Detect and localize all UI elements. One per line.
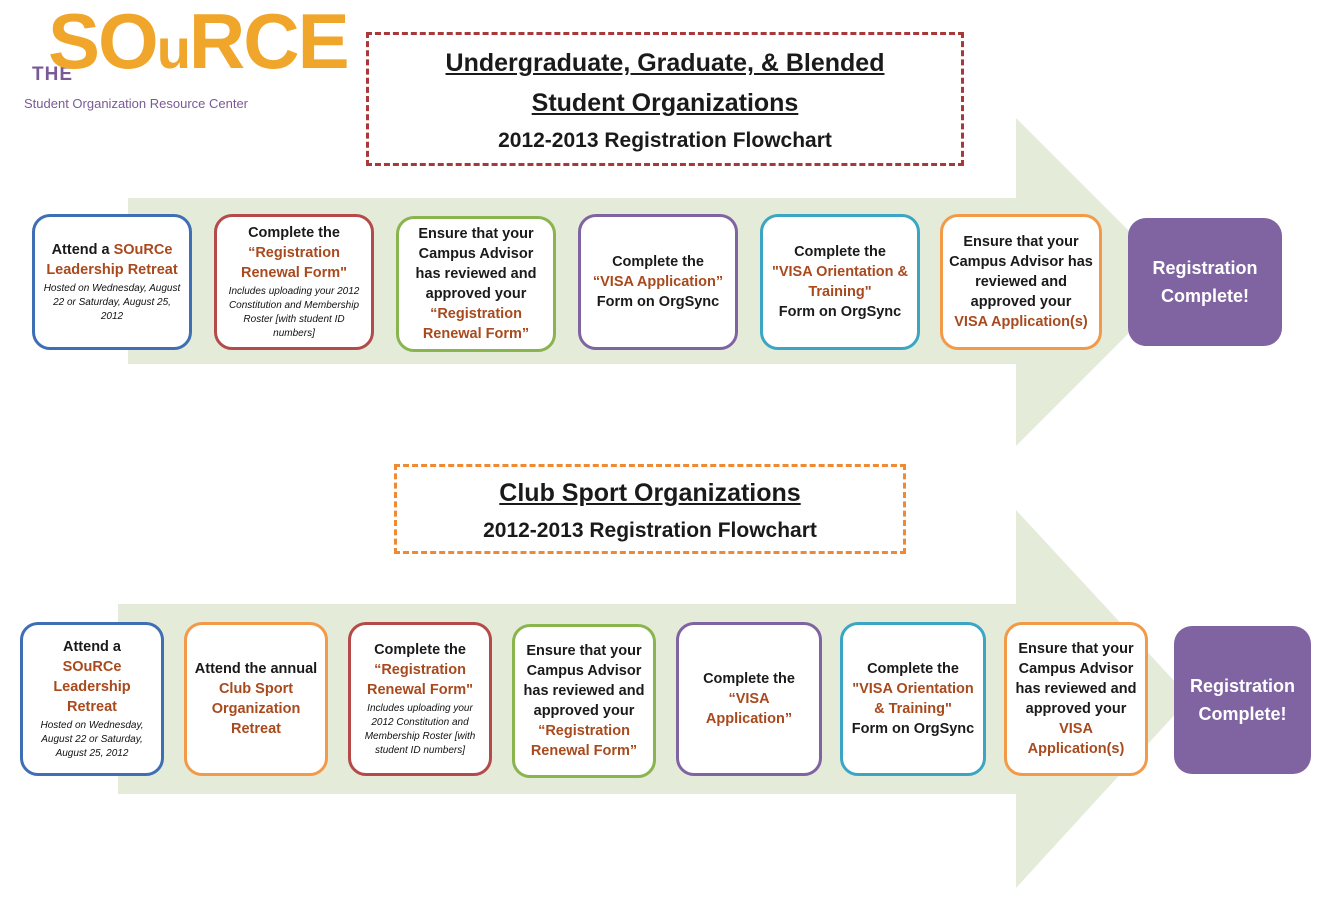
section2-step-7: Ensure that your Campus Advisor has revi… (1004, 622, 1148, 776)
section1-step-6: Ensure that your Campus Advisor has revi… (940, 214, 1102, 350)
section2-title: Club Sport Organizations (499, 479, 801, 507)
logo-wordmark: SOuRCE (48, 0, 350, 85)
section1-step-5: Complete the "VISA Orientation & Trainin… (760, 214, 920, 350)
section2-step-1: Attend a SOuRCe Leadership Retreat Hoste… (20, 622, 164, 776)
section2-step-5: Complete the “VISA Application” (676, 622, 822, 776)
section2-step-3: Complete the “Registration Renewal Form"… (348, 622, 492, 776)
logo-subtitle: Student Organization Resource Center (24, 96, 249, 111)
section2-step-4: Ensure that your Campus Advisor has revi… (512, 624, 656, 778)
section1-registration-complete: Registration Complete! (1128, 218, 1282, 346)
section1-step-4: Complete the “VISA Application” Form on … (578, 214, 738, 350)
section1-title-line1: Undergraduate, Graduate, & Blended (445, 49, 885, 77)
section2-registration-complete: Registration Complete! (1174, 626, 1311, 774)
section1-subtitle: 2012-2013 Registration Flowchart (498, 129, 832, 152)
source-logo: THE SOuRCE Student Organization Resource… (18, 2, 350, 114)
section1-step-1: Attend a SOuRCe Leadership Retreat Hoste… (32, 214, 192, 350)
section1-step-3: Ensure that your Campus Advisor has revi… (396, 216, 556, 352)
section2-title-box: Club Sport Organizations 2012-2013 Regis… (394, 464, 906, 554)
logo-the: THE (32, 64, 73, 85)
section1-step-2: Complete the “Registration Renewal Form"… (214, 214, 374, 350)
section2-step-2: Attend the annual Club Sport Organizatio… (184, 622, 328, 776)
section2-step-6: Complete the "VISA Orientation & Trainin… (840, 622, 986, 776)
section2-subtitle: 2012-2013 Registration Flowchart (483, 519, 817, 542)
section1-title-box: Undergraduate, Graduate, & Blended Stude… (366, 32, 964, 166)
section1-title-line2: Student Organizations (531, 89, 799, 117)
